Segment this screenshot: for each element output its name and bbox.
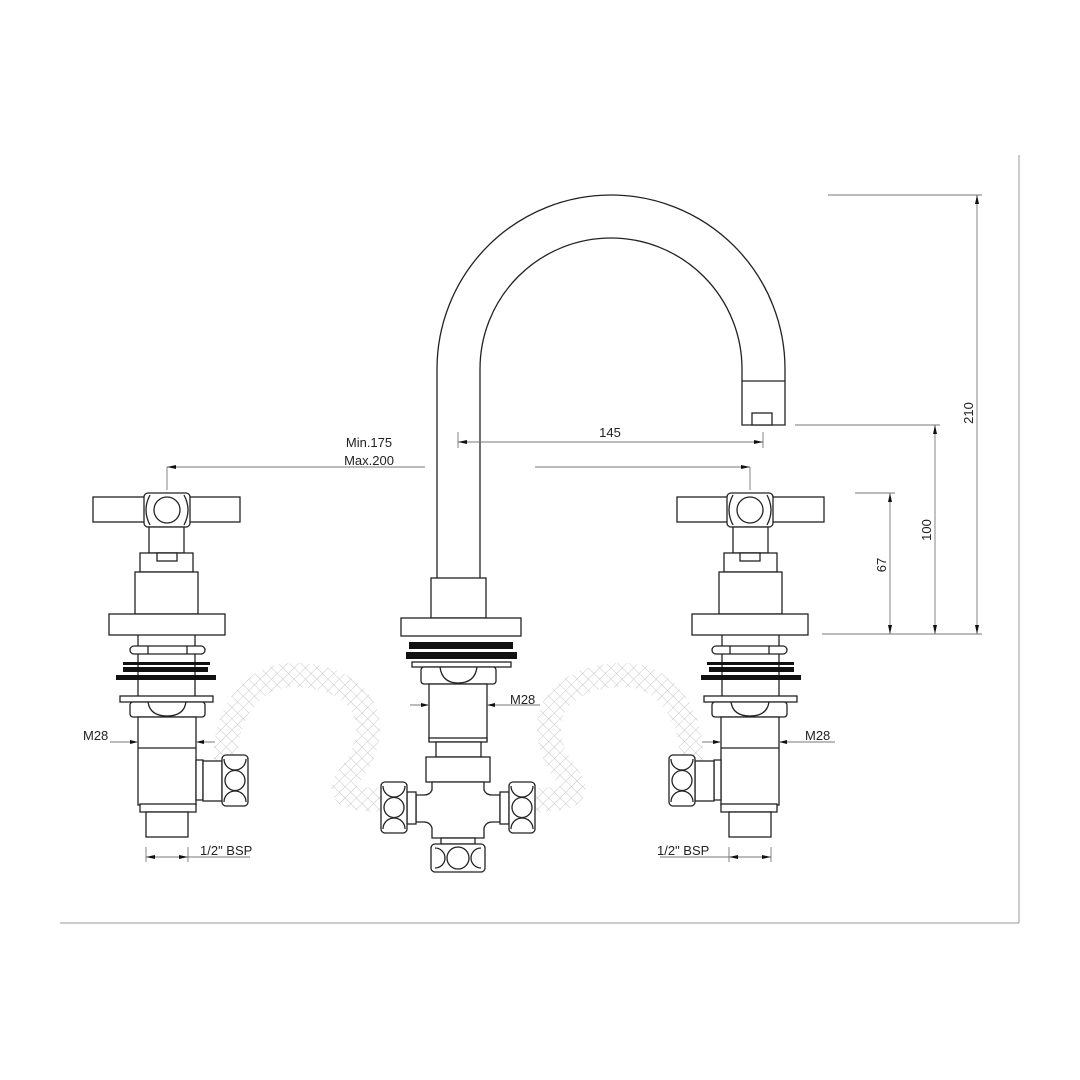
flexible-hose-right (521, 662, 704, 812)
handle-height-label: 67 (874, 558, 889, 572)
spout-reach-label: 145 (599, 425, 621, 440)
left-thread-label: M28 (83, 728, 108, 743)
right-thread-label: M28 (805, 728, 830, 743)
left-cross-handle-valve (93, 493, 248, 837)
right-inlet-label: 1/2" BSP (657, 843, 709, 858)
max-distance-label: Max.200 (344, 453, 394, 468)
min-distance-label: Min.175 (346, 435, 392, 450)
spout-height-label: 100 (919, 519, 934, 541)
total-height-label: 210 (961, 402, 976, 424)
center-thread-label: M28 (510, 692, 535, 707)
flexible-hose-left (213, 662, 396, 812)
spout (380, 194, 786, 873)
right-cross-handle-valve (669, 493, 824, 837)
dimension-lines (110, 194, 982, 862)
left-inlet-label: 1/2" BSP (200, 843, 252, 858)
